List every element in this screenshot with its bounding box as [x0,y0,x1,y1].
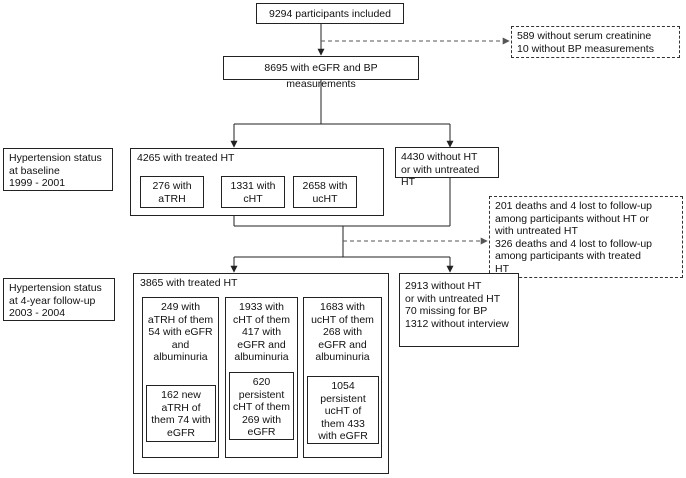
excluded-box: 589 without serum creatinine 10 without … [511,26,680,58]
treated-ht-fu-title: 3865 with treated HT [140,277,238,289]
lost-box: 201 deaths and 4 lost to follow-up among… [489,196,683,278]
persistent-ucht-box: 1054 persistent ucHT of them 433 with eG… [307,376,379,444]
ucht-fu-text: 1683 with ucHT of them 268 with eGFR and… [311,301,374,363]
baseline-label: Hypertension status at baseline 1999 - 2… [3,148,113,191]
new-atrh-box: 162 new aTRH of them 74 with eGFR [146,385,216,442]
persistent-cht-box: 620 persistent cHT of them 269 with eGFR [229,372,294,440]
atrh-baseline-box: 276 with aTRH [140,176,204,208]
atrh-fu-group [142,297,219,458]
treated-ht-fu-group [133,273,389,474]
participants-box: 9294 participants included [256,3,404,24]
ucht-fu-group [303,297,382,458]
without-ht-box: 4430 without HT or with untreated HT [395,147,499,188]
ucht-baseline-box: 2658 with ucHT [293,176,357,208]
egfr-bp-box: 8695 with eGFR and BP measurements [223,56,419,90]
cht-fu-group [225,297,298,458]
treated-ht-title: 4265 with treated HT [137,152,235,164]
treated-ht-group [130,148,384,216]
atrh-fu-text: 249 with aTRH of them 54 with eGFR and a… [147,301,214,363]
cht-baseline-box: 1331 with cHT [221,176,285,208]
cht-fu-text: 1933 with cHT of them 417 with eGFR and … [233,301,290,363]
followup-label: Hypertension status at 4-year follow-up … [3,278,115,321]
without-ht-fu-box: 2913 without HT or with untreated HT 70 … [399,273,519,347]
